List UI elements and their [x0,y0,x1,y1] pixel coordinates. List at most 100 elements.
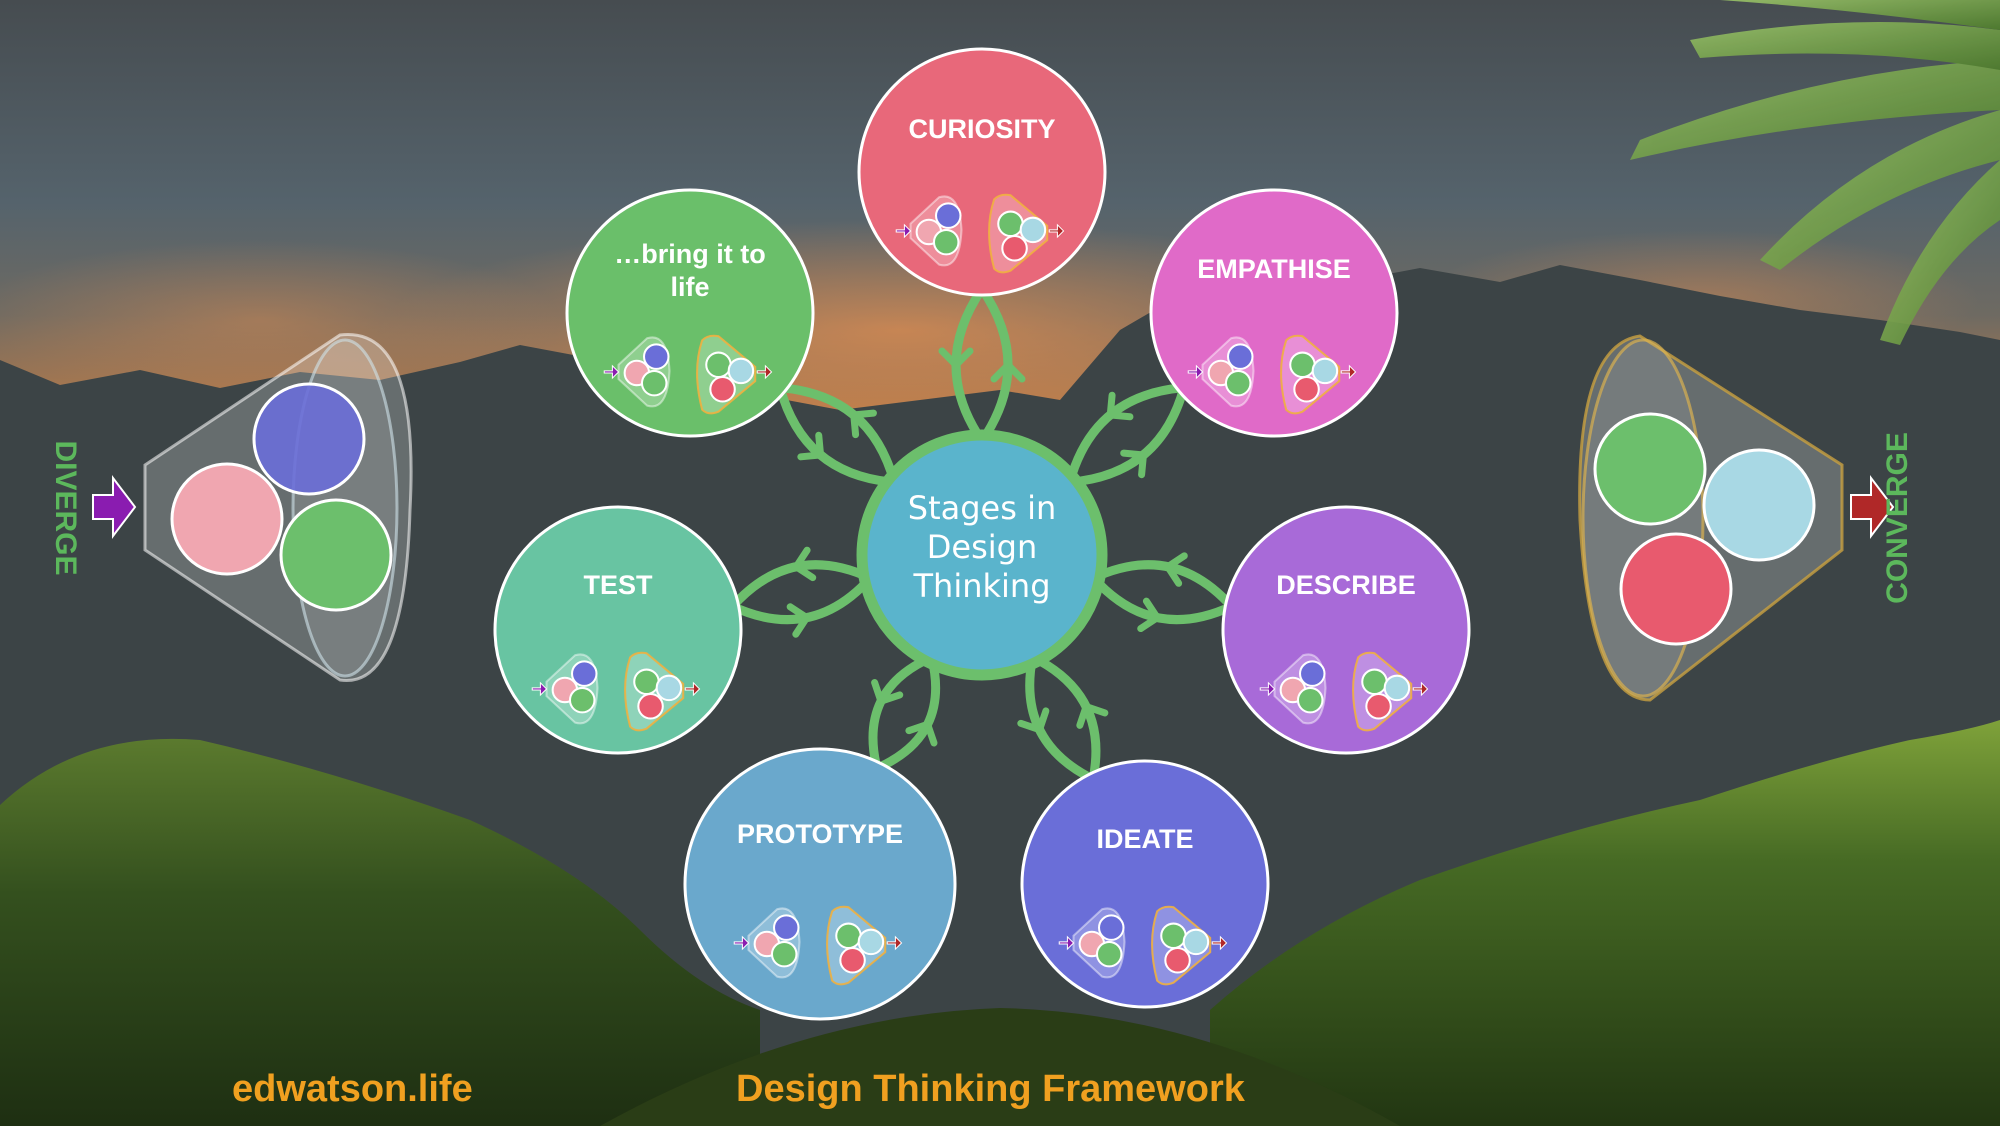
hub-label: Design [927,528,1037,566]
converge-green-circle [1593,412,1707,526]
converge-arrow [1850,475,1895,539]
mini-red-dot [637,693,664,720]
stage-describe: DESCRIBE [1221,505,1471,755]
connector-arrowhead [849,409,877,439]
stage-label: CURIOSITY [908,114,1055,144]
mini-green-dot [568,686,596,714]
mini-green-dot [1289,351,1316,379]
stage-disc [857,47,1107,297]
mini-green-dot [770,940,798,968]
mini-green-dot [640,369,668,397]
mini-cyan-dot [857,928,885,956]
converge-label: CONVERGE [1881,432,1914,604]
mini-red-dot [1365,693,1392,720]
stage-label: IDEATE [1096,824,1193,854]
mini-converge-arrow [756,364,773,380]
footer-title: Design Thinking Framework [736,1068,1245,1110]
mini-cyan-dot [655,674,683,702]
mini-blue-dot [1299,660,1326,687]
mini-funnel-group [1058,905,1228,986]
hub-label: Stages in [908,489,1056,527]
mini-green-dot [1095,940,1123,968]
diverge-arrow [92,475,137,539]
diverge-panel: DIVERGE [49,333,413,683]
mini-converge-arrow [1340,364,1357,380]
stage-disc [565,188,815,438]
stage-empathise: EMPATHISE [1149,188,1399,438]
mini-converge-arrow [1412,681,1429,697]
mini-red-dot [1001,235,1028,262]
mini-cyan-dot [1311,357,1339,385]
mini-red-dot [709,376,736,403]
footer-site: edwatson.life [232,1068,473,1110]
connector-arrowhead [871,679,904,706]
connector-arrowhead [990,360,1026,383]
hub-label: Thinking [912,567,1050,605]
diverge-label: DIVERGE [49,440,82,575]
mini-blue-dot [643,343,670,370]
stage-disc [1221,505,1471,755]
converge-red-circle [1619,532,1733,646]
diverge-green-circle [279,498,393,612]
diverge-blue-circle [252,382,366,496]
connector-arrowhead [1017,707,1050,735]
connector-arrowhead [1106,391,1134,421]
hub-disc [856,429,1108,681]
connector-arrowhead [797,431,825,461]
connector-arrowhead [1120,449,1148,479]
connector-arrowhead [1162,552,1188,587]
mini-green-dot [997,210,1024,238]
connector-arrowhead [786,603,812,638]
mini-funnel-group [603,334,773,415]
stage-disc [683,747,957,1021]
stage-disc [493,505,743,755]
mini-diverge-arrow [531,681,548,697]
mini-red-dot [1293,376,1320,403]
mini-funnel-group [895,193,1065,274]
mini-diverge-arrow [733,935,750,951]
mini-blue-dot [1098,914,1125,941]
stage-disc [1020,759,1270,1009]
mini-converge-arrow [886,935,903,951]
mini-green-dot [1224,369,1252,397]
stage-label: …bring it to [614,239,765,269]
mini-green-dot [705,351,732,379]
mini-green-dot [932,228,960,256]
mini-cyan-dot [727,357,755,385]
stage-circles: CURIOSITY EMPATHISE DESCRIBE IDEATE PROTOTYP… [493,47,1471,1021]
mini-cyan-dot [1182,928,1210,956]
mini-converge-arrow [1048,223,1065,239]
mini-blue-dot [935,202,962,229]
mini-converge-arrow [1211,935,1228,951]
mini-green-dot [1296,686,1324,714]
mini-funnel-group [531,651,701,732]
mini-funnel-group [1259,651,1429,732]
mini-converge-arrow [684,681,701,697]
stage-prototype: PROTOTYPE [683,747,957,1021]
mini-cyan-dot [1383,674,1411,702]
mini-red-dot [839,947,866,974]
stage-disc [1149,188,1399,438]
stage-label: DESCRIBE [1276,570,1416,600]
stage-curiosity: CURIOSITY [857,47,1107,297]
stage-label: TEST [583,570,653,600]
mini-red-dot [1164,947,1191,974]
mini-diverge-arrow [1058,935,1075,951]
stage-label: life [670,272,709,302]
mini-diverge-arrow [895,223,912,239]
connector-arrowhead [1137,597,1163,633]
mini-funnel-group [733,905,903,986]
mini-diverge-arrow [1259,681,1276,697]
stage-test: TEST [493,505,743,755]
mini-diverge-arrow [1187,364,1204,380]
mini-green-dot [633,668,660,696]
mini-green-dot [1361,668,1388,696]
mini-blue-dot [571,660,598,687]
mini-funnel-group [1187,334,1357,415]
stage-ideate: IDEATE [1020,759,1270,1009]
diverge-pink-circle [170,462,284,576]
converge-panel: CONVERGE [1578,334,1914,702]
